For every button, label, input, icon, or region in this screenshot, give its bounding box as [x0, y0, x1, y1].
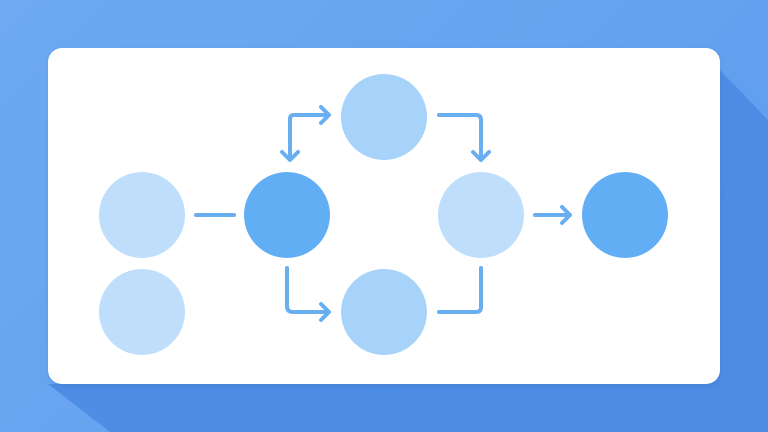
node-branch-top	[341, 74, 427, 160]
node-merge	[438, 172, 524, 258]
node-left-bottom	[99, 269, 185, 355]
arrow-right-icon	[533, 205, 572, 225]
node-hub	[244, 172, 330, 258]
arrow-down-icon	[437, 113, 491, 162]
arrow-right-icon	[285, 266, 331, 322]
connector-line-icon	[437, 266, 483, 314]
node-left-top	[99, 172, 185, 258]
bidirectional-arrow-icon	[280, 105, 331, 162]
node-branch-bottom	[341, 269, 427, 355]
node-output	[582, 172, 668, 258]
